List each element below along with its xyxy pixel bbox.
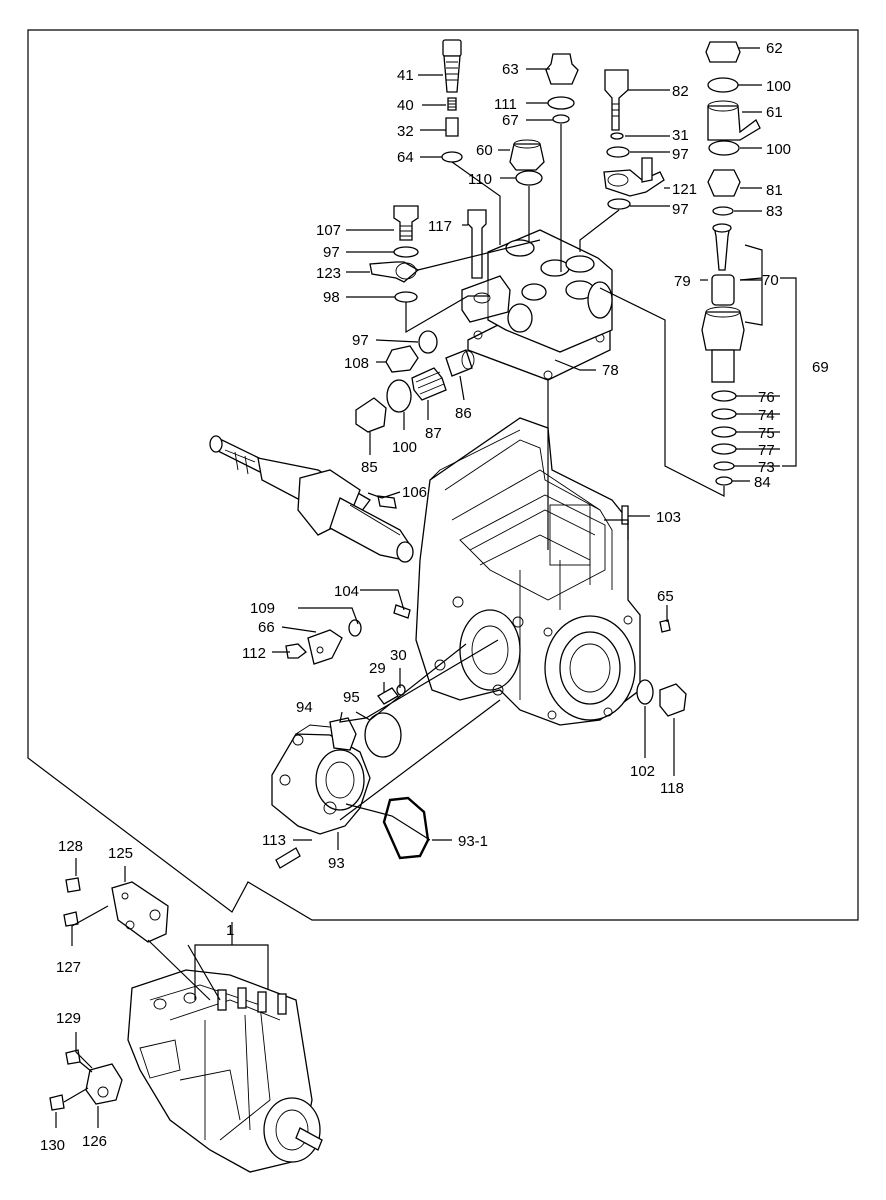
feed-pump <box>271 724 371 835</box>
label-110: 110 <box>468 171 492 188</box>
label-60: 60 <box>476 142 493 159</box>
plunger-element <box>701 223 745 383</box>
label-85: 85 <box>361 459 378 476</box>
label-128: 128 <box>58 838 83 855</box>
label-117: 117 <box>428 218 452 235</box>
label-127: 127 <box>56 959 81 976</box>
label-98: 98 <box>323 289 340 306</box>
label-97: 97 <box>672 146 689 163</box>
label-100b: 100 <box>766 141 791 158</box>
label-70: 70 <box>762 272 779 289</box>
label-103: 103 <box>656 509 681 526</box>
delivery-holder-parts <box>705 41 761 216</box>
label-75: 75 <box>758 425 775 442</box>
label-129: 129 <box>56 1010 81 1027</box>
label-74: 74 <box>758 407 775 424</box>
misc-small-parts <box>275 495 687 869</box>
label-73: 73 <box>758 459 775 476</box>
label-64: 64 <box>397 149 414 166</box>
label-62: 62 <box>766 40 783 57</box>
label-30: 30 <box>390 647 407 664</box>
regulator-plug-parts <box>355 330 475 433</box>
label-106: 106 <box>402 484 427 501</box>
label-63: 63 <box>502 61 519 78</box>
label-65: 65 <box>657 588 674 605</box>
label-77: 77 <box>758 442 775 459</box>
label-93-1: 93-1 <box>458 833 488 850</box>
label-61: 61 <box>766 104 783 121</box>
bracket-125 <box>111 881 169 943</box>
label-97c: 97 <box>323 244 340 261</box>
overflow-valve-parts <box>369 205 487 303</box>
label-81: 81 <box>766 182 783 199</box>
label-100c: 100 <box>392 439 417 456</box>
label-121: 121 <box>672 181 697 198</box>
label-78: 78 <box>602 362 619 379</box>
label-83: 83 <box>766 203 783 220</box>
label-113: 113 <box>262 832 286 849</box>
label-104: 104 <box>334 583 359 600</box>
label-109: 109 <box>250 600 275 617</box>
valve-parts-center <box>509 53 579 186</box>
label-69: 69 <box>812 359 829 376</box>
label-29: 29 <box>369 660 386 677</box>
label-118: 118 <box>660 780 684 797</box>
leader-lines <box>55 47 797 1128</box>
label-125: 125 <box>108 845 133 862</box>
detail-frame <box>27 29 859 921</box>
label-97d: 97 <box>352 332 369 349</box>
delivery-valve-housing <box>461 229 613 381</box>
label-32: 32 <box>397 123 414 140</box>
label-1: 1 <box>226 922 234 939</box>
label-93: 93 <box>328 855 345 872</box>
label-107: 107 <box>316 222 341 239</box>
bracket-126 <box>85 1063 123 1105</box>
label-86: 86 <box>455 405 472 422</box>
pump-housing <box>415 417 641 726</box>
label-66: 66 <box>258 619 275 636</box>
return-fitting-parts <box>603 69 665 210</box>
label-41: 41 <box>397 67 414 84</box>
complete-pump-assembly <box>127 969 323 1173</box>
part-number-labels: 41 40 32 64 63 111 67 60 110 82 31 97 12… <box>40 40 829 1154</box>
label-67: 67 <box>502 112 519 129</box>
label-94: 94 <box>296 699 313 716</box>
drive-shaft <box>209 435 414 563</box>
label-100: 100 <box>766 78 791 95</box>
label-123: 123 <box>316 265 341 282</box>
label-82: 82 <box>672 83 689 100</box>
seal-rings-stack <box>711 390 737 486</box>
label-108: 108 <box>344 355 369 372</box>
label-97b: 97 <box>672 201 689 218</box>
label-130: 130 <box>40 1137 65 1154</box>
label-102: 102 <box>630 763 655 780</box>
label-79: 79 <box>674 273 691 290</box>
gasket-93-1 <box>382 796 430 860</box>
label-87: 87 <box>425 425 442 442</box>
label-112: 112 <box>242 645 266 662</box>
label-111: 111 <box>494 96 517 113</box>
bleeder-parts <box>441 39 463 163</box>
label-31: 31 <box>672 127 689 144</box>
label-126: 126 <box>82 1133 107 1150</box>
label-40: 40 <box>397 97 414 114</box>
label-95: 95 <box>343 689 360 706</box>
label-84: 84 <box>754 474 771 491</box>
label-76: 76 <box>758 389 775 406</box>
